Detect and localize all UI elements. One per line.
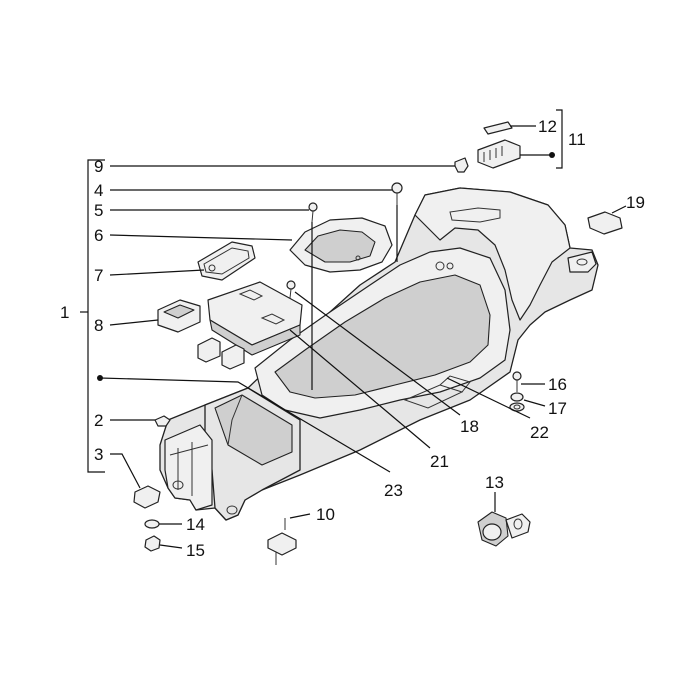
callout-9: 9 bbox=[94, 157, 103, 176]
callout-19: 19 bbox=[626, 193, 645, 212]
nut-part-3 bbox=[133, 485, 161, 509]
screw-part-18 bbox=[286, 280, 296, 299]
washer-part-14 bbox=[144, 519, 160, 529]
callout-2: 2 bbox=[94, 411, 103, 430]
callout-14: 14 bbox=[186, 515, 205, 534]
callout-23: 23 bbox=[384, 481, 403, 500]
nut-part-15 bbox=[144, 535, 161, 552]
leader-dots bbox=[97, 152, 555, 381]
callout-13: 13 bbox=[485, 473, 504, 492]
callout-10: 10 bbox=[316, 505, 335, 524]
lamp-holder-part-11 bbox=[477, 139, 521, 169]
callout-1: 1 bbox=[60, 303, 69, 322]
small-box-part-8 bbox=[157, 299, 201, 333]
bracket-part-10 bbox=[267, 518, 297, 565]
screw-part-5 bbox=[308, 202, 318, 223]
callout-4: 4 bbox=[94, 181, 103, 200]
callout-8: 8 bbox=[94, 316, 103, 335]
screw-part-9 bbox=[454, 157, 469, 173]
cover-part-21 bbox=[207, 281, 303, 356]
callout-12: 12 bbox=[538, 117, 557, 136]
socket-part-13 bbox=[477, 511, 531, 547]
bulb-part-12 bbox=[483, 121, 513, 135]
callout-7: 7 bbox=[94, 266, 103, 285]
gasket-part-7 bbox=[197, 241, 256, 281]
callout-15: 15 bbox=[186, 541, 205, 560]
callout-16: 16 bbox=[548, 375, 567, 394]
callout-5: 5 bbox=[94, 201, 103, 220]
callout-22: 22 bbox=[530, 423, 549, 442]
callout-17: 17 bbox=[548, 399, 567, 418]
callout-21: 21 bbox=[430, 452, 449, 471]
callout-3: 3 bbox=[94, 445, 103, 464]
inner-tray-part-6 bbox=[289, 217, 393, 273]
washer-part-17 bbox=[510, 392, 524, 402]
callout-18: 18 bbox=[460, 417, 479, 436]
clip-part-2 bbox=[154, 415, 171, 427]
leader-lines bbox=[80, 109, 627, 549]
screw-part-16 bbox=[512, 371, 522, 392]
callout-6: 6 bbox=[94, 226, 103, 245]
washer-part-22 bbox=[509, 402, 525, 412]
cover-part-19 bbox=[587, 211, 623, 235]
callout-labels: 1 2 3 4 5 6 7 8 9 10 11 12 13 14 15 16 1… bbox=[60, 117, 645, 560]
clip-block bbox=[197, 337, 245, 370]
callout-11: 11 bbox=[568, 130, 586, 149]
screw-part-4 bbox=[391, 182, 403, 205]
